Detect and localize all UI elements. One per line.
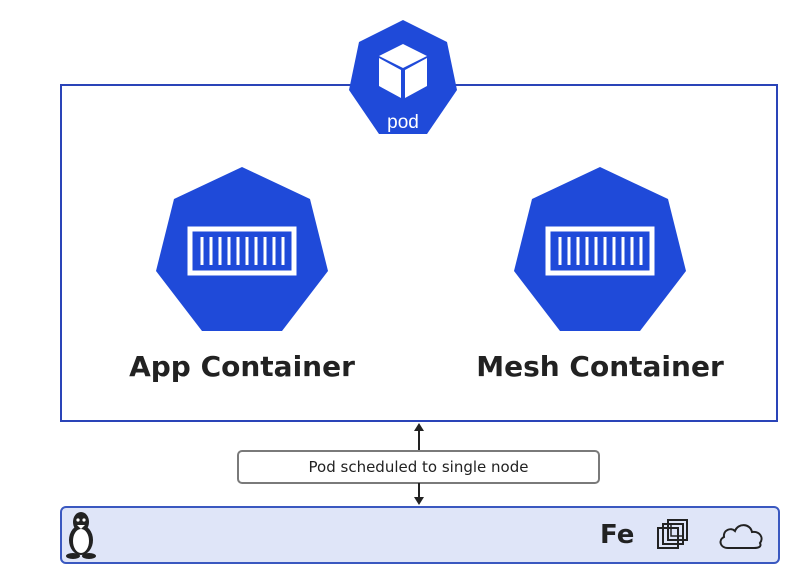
pod-icon: [349, 20, 457, 134]
node-bar: [60, 506, 780, 564]
container-icon: [187, 226, 297, 276]
mesh-container-label: Mesh Container: [476, 350, 724, 383]
cloud-icon: [719, 524, 763, 549]
schedule-label: Pod scheduled to single node: [237, 450, 600, 484]
fe-icon: Fe: [600, 520, 635, 550]
app-container-icon: [156, 167, 328, 331]
container-icon: [545, 226, 655, 276]
pod-label: pod: [387, 112, 419, 133]
arrow-line-upper: [418, 428, 420, 450]
mesh-container-icon: [514, 167, 686, 331]
arrow-down-icon: [414, 497, 424, 505]
linux-icon: [66, 512, 96, 559]
vm-icon: [657, 519, 688, 549]
cube-icon: [379, 44, 427, 98]
arrow-line-lower: [418, 483, 420, 503]
arrow-up-icon: [414, 423, 424, 431]
app-container-label: App Container: [129, 350, 355, 383]
